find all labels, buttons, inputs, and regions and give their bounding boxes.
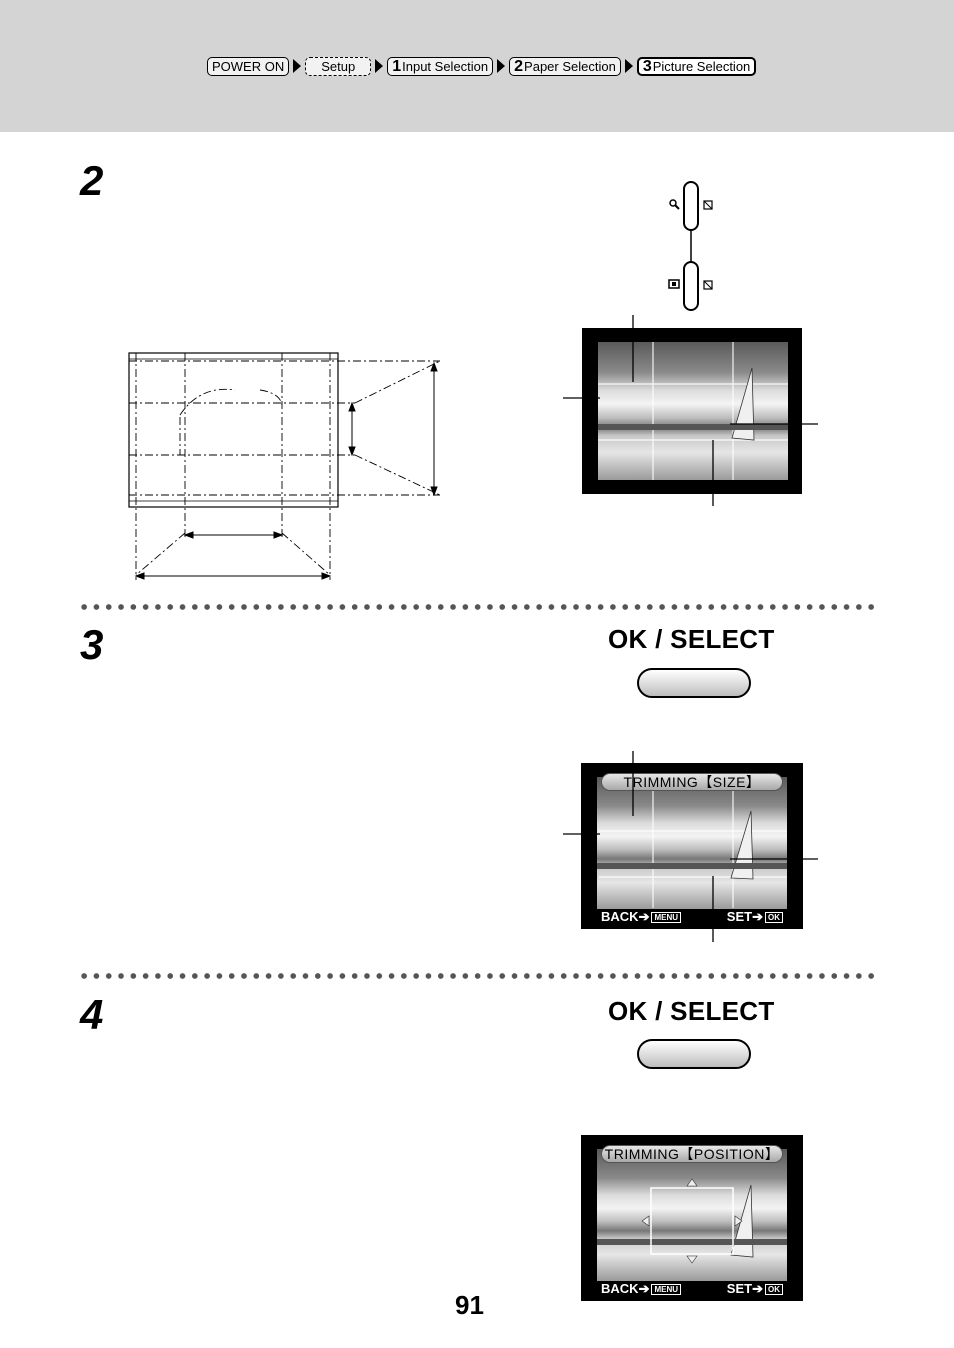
step-4-number: 4 — [80, 991, 104, 1038]
zoom-tele-icon — [703, 200, 713, 210]
beach-photo — [597, 777, 787, 909]
magnifier-icon — [669, 199, 680, 210]
triangle-right-icon — [624, 59, 633, 73]
section-divider — [78, 973, 878, 979]
crumb-label: Picture Selection — [652, 58, 751, 74]
menu-key-icon: MENU — [651, 912, 682, 924]
lcd-screen-trimming-size: TRIMMING【SIZE】 BACK➔MENU SET➔OK — [581, 763, 803, 929]
screen-footer: BACK➔MENU SET➔OK — [601, 1281, 785, 1297]
frame-icon — [668, 279, 680, 289]
step-2-number: 2 — [80, 157, 104, 204]
crumb-number: 3 — [642, 57, 652, 75]
ok-select-label: OK / SELECT — [608, 624, 775, 654]
crumb-setup: Setup — [305, 56, 372, 76]
ok-select-button[interactable] — [637, 1039, 751, 1069]
crumb-label: Input Selection — [402, 58, 489, 74]
set-label: SET — [726, 909, 753, 924]
lcd-screen-trimming-position: TRIMMING【POSITION】 BACK➔MENU SET➔OK — [581, 1135, 803, 1301]
back-label: BACK — [601, 909, 639, 924]
menu-key-icon: MENU — [651, 1284, 682, 1296]
ok-select-button[interactable] — [637, 668, 751, 698]
lcd-screen-grid — [582, 328, 802, 494]
set-label: SET — [726, 1281, 753, 1296]
screen-title-bar: TRIMMING【SIZE】 — [601, 773, 783, 791]
back-label: BACK — [601, 1281, 639, 1296]
crumb-number: 2 — [514, 57, 524, 75]
section-divider — [78, 604, 878, 610]
beach-photo — [598, 342, 788, 480]
set-hint: SET➔OK — [727, 909, 783, 925]
crumb-label: Paper Selection — [524, 58, 616, 74]
set-hint: SET➔OK — [727, 1281, 783, 1297]
ok-select-label: OK / SELECT — [608, 996, 775, 1026]
crumb-number: 1 — [392, 57, 402, 75]
crumb-power-on: POWER ON — [207, 56, 290, 76]
callout-lines — [563, 315, 818, 506]
crumb-label: POWER ON — [212, 58, 285, 74]
triangle-right-icon — [497, 59, 506, 73]
ok-key-icon: OK — [765, 912, 783, 924]
back-hint: BACK➔MENU — [601, 1281, 682, 1297]
step-3-number: 3 — [80, 621, 104, 668]
zoom-wide-icon — [703, 280, 713, 290]
screen-title-bar: TRIMMING【POSITION】 — [601, 1145, 783, 1163]
triangle-right-icon — [293, 59, 302, 73]
page-number: 91 — [455, 1290, 484, 1320]
crumb-label: Setup — [321, 58, 356, 74]
ok-key-icon: OK — [765, 1284, 783, 1296]
triangle-right-icon — [375, 59, 384, 73]
callout-lines — [563, 751, 818, 942]
screen-footer: BACK➔MENU SET➔OK — [601, 909, 785, 925]
back-hint: BACK➔MENU — [601, 909, 682, 925]
trimming-diagram — [128, 352, 441, 580]
zoom-lever[interactable] — [660, 178, 720, 314]
